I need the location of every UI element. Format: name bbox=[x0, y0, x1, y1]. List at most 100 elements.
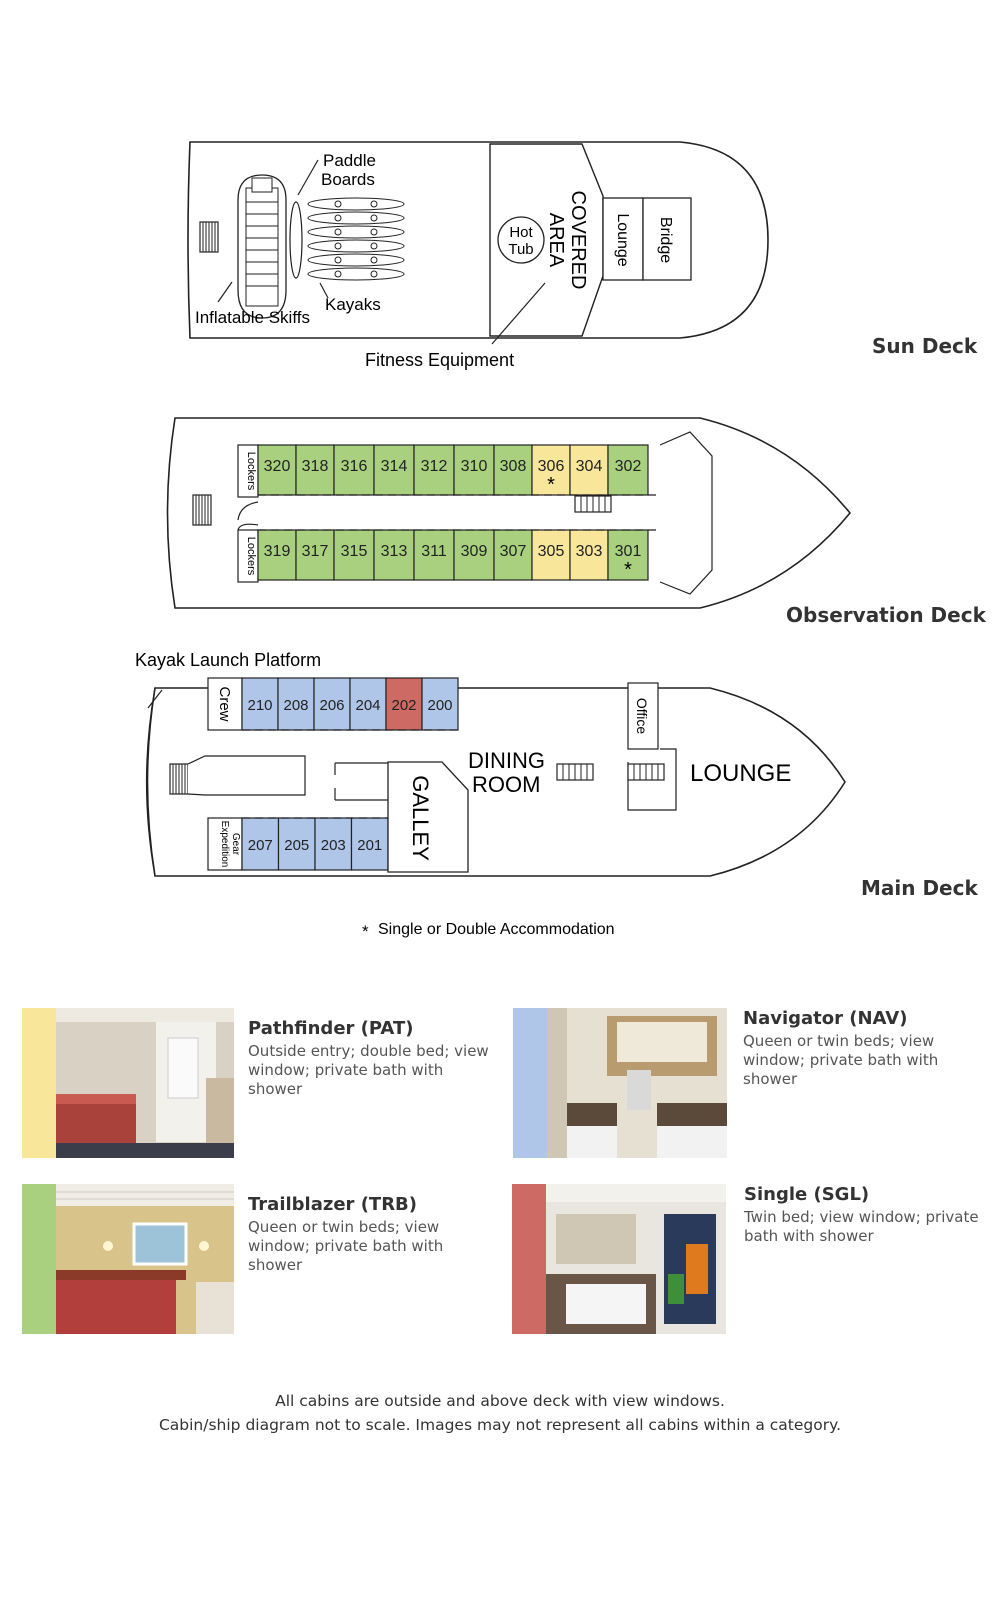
cabin-number-316: 316 bbox=[341, 458, 368, 475]
cabin-number-307: 307 bbox=[500, 543, 527, 560]
cabin-number-318: 318 bbox=[302, 458, 329, 475]
cabin-204 bbox=[349, 677, 387, 731]
cabin-number-317: 317 bbox=[302, 543, 329, 560]
trailblazer-swatch bbox=[22, 1184, 56, 1334]
sun-deck-outline bbox=[187, 141, 769, 339]
paddle-boards-label-2: Boards bbox=[321, 170, 375, 189]
cabin-310 bbox=[453, 444, 495, 496]
footer-line-1: All cabins are outside and above deck wi… bbox=[275, 1392, 725, 1410]
kayaks-icon bbox=[307, 197, 405, 281]
bridge bbox=[642, 197, 692, 281]
cabin-number-208: 208 bbox=[283, 697, 308, 714]
single-or-double-marker-301: * bbox=[624, 559, 632, 581]
kayak-launch-platform-label: Kayak Launch Platform bbox=[135, 650, 321, 670]
cabin-number-309: 309 bbox=[461, 543, 488, 560]
expedition-gear-label-1: Expedition bbox=[219, 821, 230, 868]
covered-area-label-2: AREA bbox=[545, 213, 567, 268]
cabin-208 bbox=[277, 677, 315, 731]
category-trailblazer: Trailblazer (TRB) Queen or twin beds; vi… bbox=[22, 1184, 482, 1336]
cabin-number-203: 203 bbox=[321, 837, 346, 854]
cabin-number-306: 306 bbox=[538, 458, 565, 475]
cabin-number-304: 304 bbox=[576, 458, 603, 475]
navigator-description: Queen or twin beds; view window; private… bbox=[743, 1032, 939, 1088]
category-single: Single (SGL) Twin bed; view window; priv… bbox=[512, 1184, 979, 1336]
office-label: Office bbox=[634, 698, 650, 735]
navigator-title: Navigator (NAV) bbox=[743, 1008, 908, 1029]
legend-single-or-double: Single or Double Accommodation bbox=[378, 921, 615, 938]
hot-tub-label-1: Hot bbox=[509, 224, 533, 241]
cabin-308 bbox=[493, 444, 533, 496]
cabin-316 bbox=[333, 444, 375, 496]
sun-deck-label: Sun Deck bbox=[872, 334, 978, 358]
cabin-302 bbox=[607, 444, 649, 496]
cabin-319 bbox=[257, 529, 297, 581]
cabin-320 bbox=[257, 444, 297, 496]
paddle-board-icon bbox=[289, 201, 303, 279]
legend-asterisk: * bbox=[362, 922, 369, 941]
kayaks-label: Kayaks bbox=[325, 295, 381, 314]
observation-deck-center-stairs-icon bbox=[574, 495, 612, 513]
cabin-200 bbox=[421, 677, 459, 731]
sun-lounge bbox=[602, 197, 644, 281]
cabin-number-200: 200 bbox=[427, 697, 452, 714]
cabin-number-301: 301 bbox=[615, 543, 642, 560]
bridge-label: Bridge bbox=[657, 217, 674, 263]
inflatable-skiffs-label: Inflatable Skiffs bbox=[195, 308, 310, 327]
cabin-210 bbox=[241, 677, 279, 731]
cabin-318 bbox=[295, 444, 335, 496]
crew-label: Crew bbox=[216, 686, 233, 721]
category-pathfinder: Pathfinder (PAT) Outside entry; double b… bbox=[22, 1008, 489, 1160]
pathfinder-cabin-photo bbox=[56, 1008, 234, 1158]
footer-line-2: Cabin/ship diagram not to scale. Images … bbox=[158, 1416, 842, 1434]
navigator-cabin-photo bbox=[547, 1008, 727, 1158]
covered-area-label-1: COVERED bbox=[567, 191, 589, 290]
single-swatch bbox=[512, 1184, 546, 1334]
cabin-number-311: 311 bbox=[421, 543, 447, 560]
pathfinder-title: Pathfinder (PAT) bbox=[248, 1018, 414, 1039]
cabin-number-207: 207 bbox=[248, 837, 273, 854]
galley-label: GALLEY bbox=[408, 775, 433, 861]
single-title: Single (SGL) bbox=[744, 1184, 870, 1205]
cabin-313 bbox=[373, 529, 415, 581]
crew-area bbox=[207, 677, 243, 731]
hot-tub-label-2: Tub bbox=[508, 241, 533, 258]
trailblazer-cabin-photo bbox=[56, 1184, 234, 1334]
cabin-number-302: 302 bbox=[615, 458, 642, 475]
cabin-307 bbox=[493, 529, 533, 581]
cabin-207 bbox=[241, 817, 280, 871]
hot-tub-icon bbox=[497, 216, 545, 264]
cabin-311 bbox=[413, 529, 455, 581]
cabin-number-303: 303 bbox=[576, 543, 603, 560]
pathfinder-swatch bbox=[22, 1008, 56, 1158]
cabin-number-210: 210 bbox=[247, 697, 272, 714]
cabin-314 bbox=[373, 444, 415, 496]
single-or-double-marker-306: * bbox=[547, 474, 555, 496]
lounge-stairs-icon bbox=[627, 763, 665, 781]
dining-room-label-2: ROOM bbox=[472, 772, 540, 797]
cabin-number-206: 206 bbox=[319, 697, 344, 714]
inflatable-skiffs-icon bbox=[237, 174, 287, 319]
dining-stairs-icon bbox=[556, 763, 594, 781]
sun-deck-stairs-icon bbox=[199, 221, 219, 253]
ship-deck-plan: Paddle Boards Inflatable Skiffs Kayaks H… bbox=[135, 141, 852, 941]
sun-lounge-label: Lounge bbox=[614, 213, 631, 266]
cabin-number-205: 205 bbox=[284, 837, 309, 854]
cabin-301 bbox=[607, 529, 649, 581]
dining-room-label-1: DINING bbox=[468, 748, 545, 773]
cabin-number-204: 204 bbox=[355, 697, 380, 714]
navigator-swatch bbox=[513, 1008, 547, 1158]
trailblazer-description: Queen or twin beds; view window; private… bbox=[248, 1218, 444, 1274]
fitness-equipment-label: Fitness Equipment bbox=[365, 350, 514, 370]
office bbox=[627, 682, 659, 750]
main-deck-stairs-icon bbox=[169, 763, 189, 795]
cabin-number-313: 313 bbox=[381, 543, 408, 560]
cabin-number-315: 315 bbox=[341, 543, 368, 560]
cabin-201 bbox=[350, 817, 389, 871]
lockers-starboard-label: Lockers bbox=[245, 452, 257, 491]
cabin-206 bbox=[313, 677, 351, 731]
main-lounge-label: LOUNGE bbox=[690, 760, 791, 787]
cabin-number-320: 320 bbox=[264, 458, 291, 475]
cabin-number-319: 319 bbox=[264, 543, 291, 560]
pathfinder-description: Outside entry; double bed; view window; … bbox=[248, 1042, 489, 1098]
